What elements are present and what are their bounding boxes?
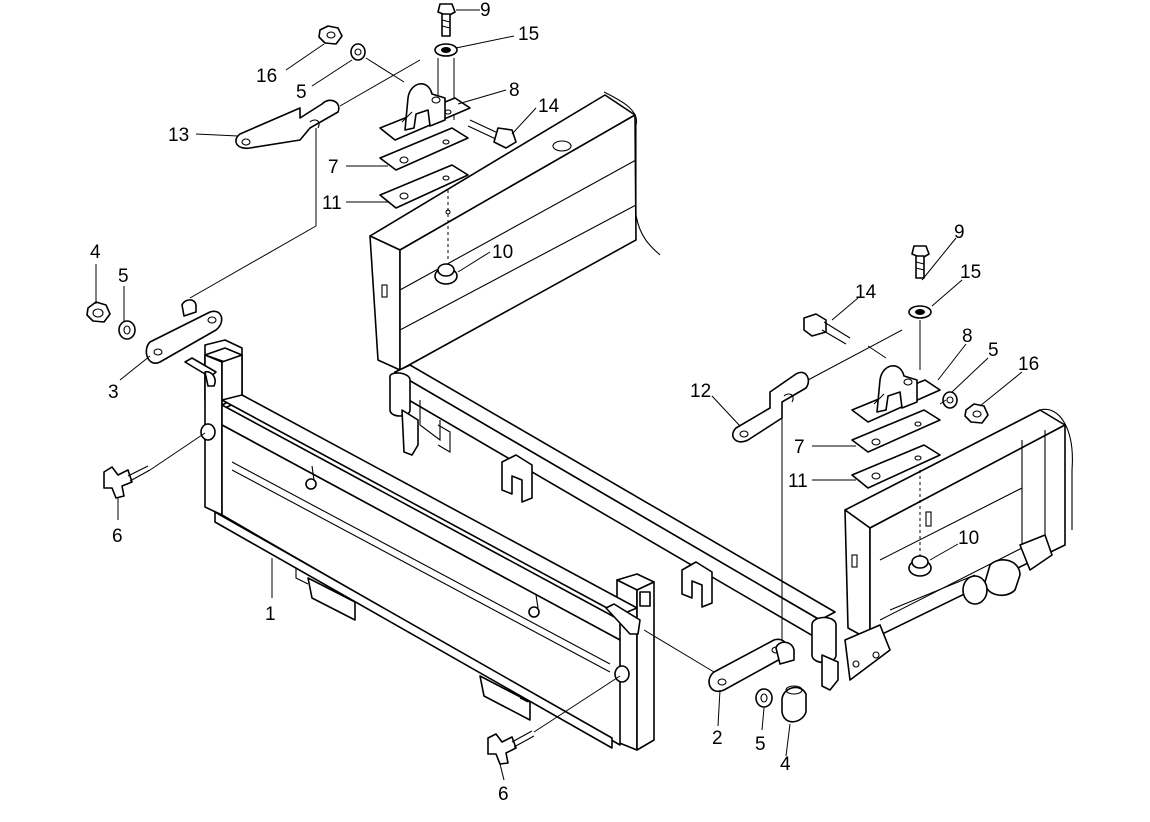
left-striker-assembly xyxy=(235,3,517,285)
bolt-part-9-right xyxy=(911,245,930,279)
washer-part-5-left xyxy=(118,320,136,340)
plate-part-11-left xyxy=(379,164,469,209)
callout-9-right: 9 xyxy=(954,222,965,243)
nut-part-16-right xyxy=(964,403,989,424)
nut-part-16-left xyxy=(318,25,343,45)
flange-nut-part-10-left xyxy=(434,263,458,285)
callout-5-left: 5 xyxy=(118,266,129,287)
callout-2: 2 xyxy=(712,728,723,749)
tailgate-panel xyxy=(204,339,655,751)
callout-14-right: 14 xyxy=(855,282,877,303)
callout-10-top: 10 xyxy=(492,242,513,263)
callout-6-right: 6 xyxy=(498,784,509,805)
callout-leaders xyxy=(95,9,1023,781)
bolt-right-post xyxy=(605,603,641,635)
callout-11-top: 11 xyxy=(322,193,342,214)
callout-3: 3 xyxy=(108,382,119,403)
callout-15-right: 15 xyxy=(960,262,981,283)
link-plate-part-3 xyxy=(145,299,223,387)
washer-part-5-lower-right xyxy=(755,688,773,708)
callout-labels: 9 15 16 5 8 14 13 7 11 10 4 5 3 6 1 9 15… xyxy=(90,0,1039,805)
callout-1: 1 xyxy=(265,604,276,625)
callout-8-top: 8 xyxy=(509,80,520,101)
washer-part-15-right xyxy=(908,305,932,319)
wing-bolt-part-6-right xyxy=(487,730,535,765)
callout-15-top: 15 xyxy=(518,24,539,45)
callout-4-right: 4 xyxy=(780,754,791,775)
shim-part-7-left xyxy=(379,127,469,171)
callout-14-top: 14 xyxy=(538,96,560,117)
bolt-part-9-left xyxy=(437,3,456,37)
callout-11-right: 11 xyxy=(788,471,808,492)
right-striker-assembly xyxy=(732,245,989,648)
washer-part-15-left xyxy=(434,43,458,57)
callout-10-right: 10 xyxy=(958,528,979,549)
nut-right-post xyxy=(614,665,630,683)
callout-5-lower-right: 5 xyxy=(755,734,766,755)
callout-5-right: 5 xyxy=(988,340,999,361)
nut-part-4-left xyxy=(86,301,111,323)
callout-16-top: 16 xyxy=(256,66,277,87)
callout-7-right: 7 xyxy=(794,437,805,458)
plate-part-11-right xyxy=(851,444,941,489)
bolt-part-14-right xyxy=(803,313,851,345)
callout-16-right: 16 xyxy=(1018,354,1039,375)
bolt-part-14-left xyxy=(467,119,517,149)
nut-left-post xyxy=(200,423,216,441)
callout-6-left: 6 xyxy=(112,526,123,547)
washer-part-5-top-left xyxy=(350,43,366,61)
left-hardware-group xyxy=(86,128,317,499)
bracket-part-12 xyxy=(732,371,810,443)
callout-7-top: 7 xyxy=(328,157,339,178)
flange-nut-part-10-right xyxy=(908,555,932,577)
bracket-part-13 xyxy=(235,99,340,150)
striker-part-8-left xyxy=(379,83,471,141)
callout-5-top: 5 xyxy=(296,82,307,103)
washer-part-5-right xyxy=(942,391,958,409)
link-plate-part-2 xyxy=(708,638,795,693)
callout-9-top: 9 xyxy=(480,0,491,21)
callout-13: 13 xyxy=(168,125,189,146)
wing-bolt-part-6-left xyxy=(103,465,151,499)
callout-8-right: 8 xyxy=(962,326,973,347)
truck-bed-body xyxy=(369,91,1073,691)
striker-part-8-right xyxy=(851,365,941,423)
callout-12: 12 xyxy=(690,381,711,402)
shim-part-7-right xyxy=(851,409,941,453)
callout-4-left: 4 xyxy=(90,242,101,263)
right-lower-hardware xyxy=(487,603,807,765)
cap-nut-part-4-right xyxy=(781,685,807,723)
